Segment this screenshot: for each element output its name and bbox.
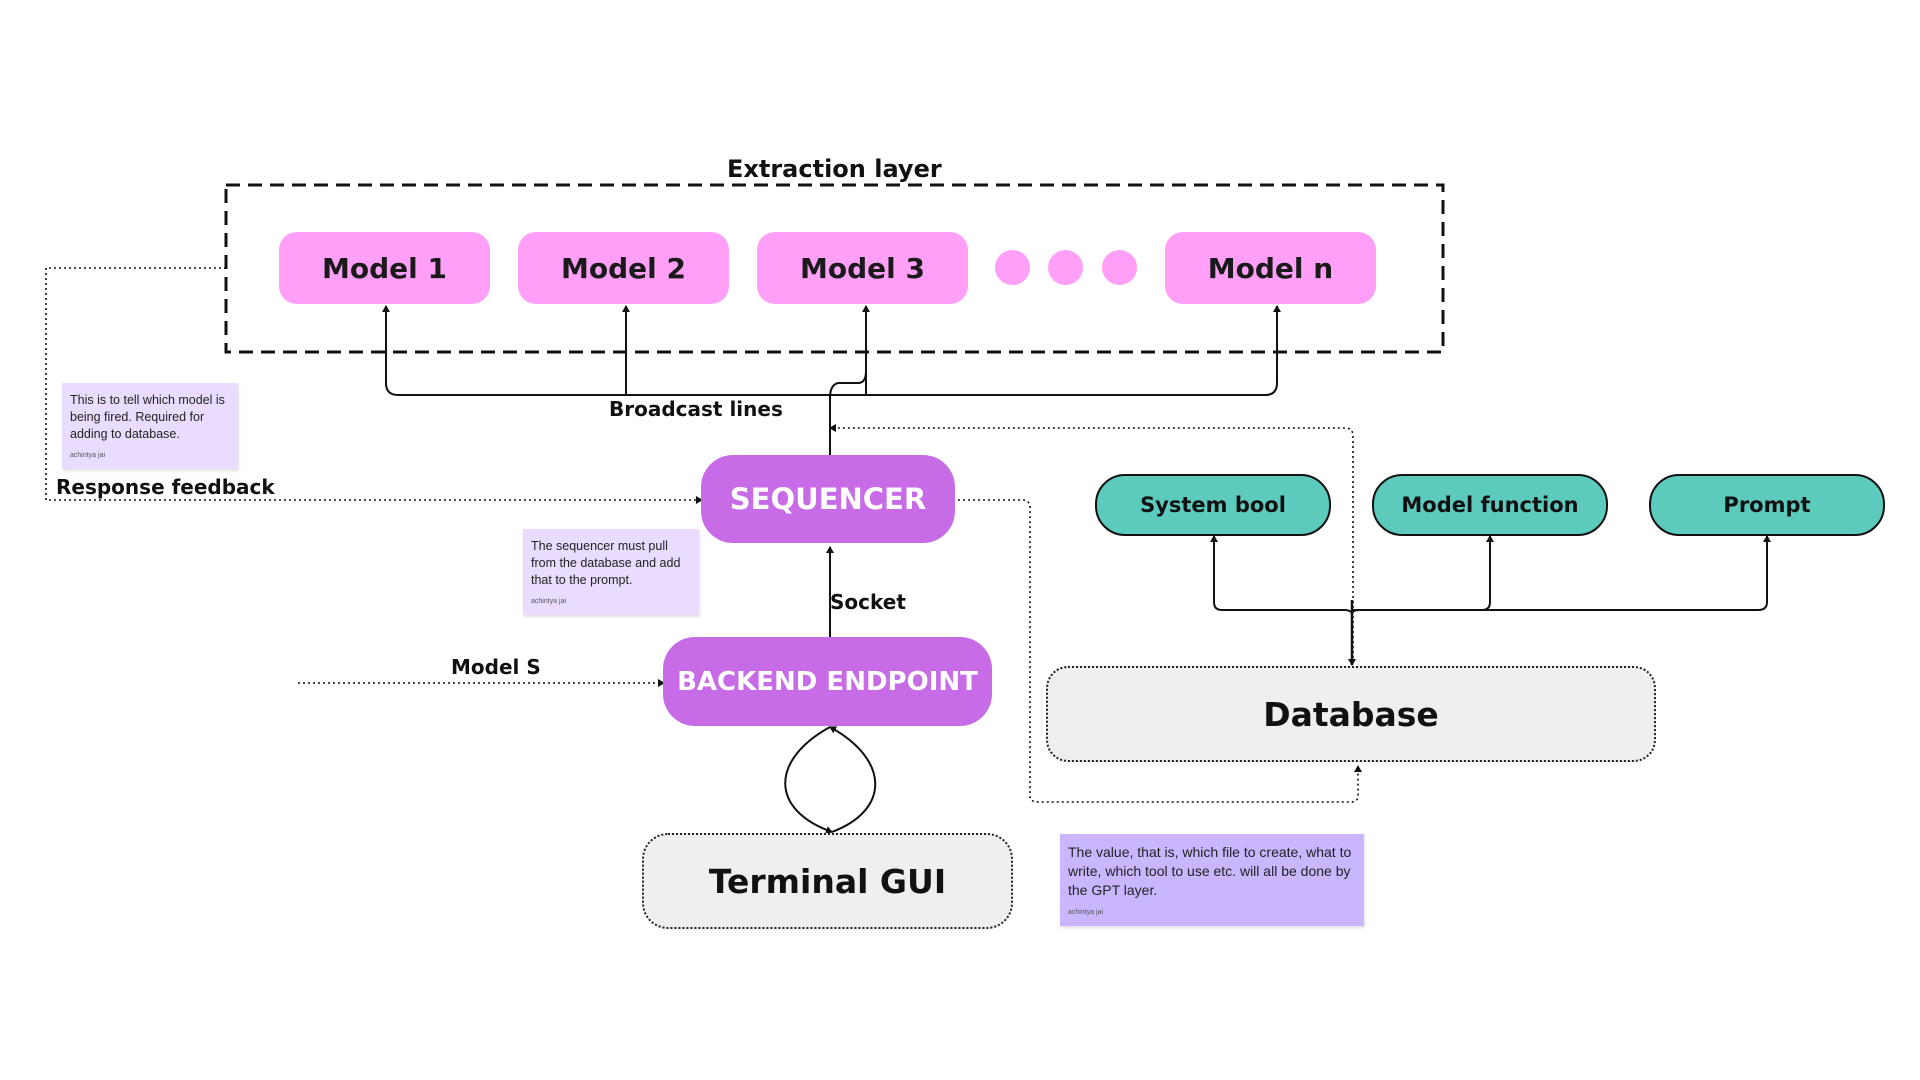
extraction-layer-title: Extraction layer <box>727 155 942 183</box>
response-feedback-line <box>45 267 703 504</box>
sticky-note-model-fired: This is to tell which model is being fir… <box>62 383 238 469</box>
model-3-box[interactable]: Model 3 <box>757 232 968 304</box>
prompt-field[interactable]: Prompt <box>1649 474 1885 536</box>
note-author: achintya jai <box>531 598 567 605</box>
terminal-loop <box>784 726 833 834</box>
sticky-note-sequencer-pull: The sequencer must pull from the databas… <box>523 529 699 615</box>
ellipsis-dot <box>995 250 1030 285</box>
note-author: achintya jai <box>1068 909 1104 916</box>
backend-endpoint-node[interactable]: BACKEND ENDPOINT <box>663 637 992 726</box>
note-author: achintya jai <box>70 452 106 459</box>
model-s-label: Model S <box>451 655 541 679</box>
ellipsis-dot <box>1102 250 1137 285</box>
response-feedback-label: Response feedback <box>56 475 275 499</box>
database-node[interactable]: Database <box>1046 666 1656 762</box>
note-text: The sequencer must pull from the databas… <box>531 539 681 587</box>
model-function-field[interactable]: Model function <box>1372 474 1608 536</box>
terminal-gui-node[interactable]: Terminal GUI <box>642 833 1013 929</box>
ellipsis-dot <box>1048 250 1083 285</box>
broadcast-lines-label: Broadcast lines <box>609 397 783 421</box>
note-text: This is to tell which model is being fir… <box>70 393 225 441</box>
model-1-box[interactable]: Model 1 <box>279 232 490 304</box>
model-2-box[interactable]: Model 2 <box>518 232 729 304</box>
broadcast-lines <box>382 305 1281 455</box>
socket-label: Socket <box>830 590 906 614</box>
terminal-loop-return <box>829 726 877 833</box>
model-n-box[interactable]: Model n <box>1165 232 1376 304</box>
sticky-note-gpt-layer: The value, that is, which file to create… <box>1060 834 1364 926</box>
system-bool-field[interactable]: System bool <box>1095 474 1331 536</box>
db-field-lines <box>1210 535 1771 665</box>
sequencer-node[interactable]: SEQUENCER <box>701 455 955 543</box>
note-text: The value, that is, which file to create… <box>1068 844 1352 898</box>
